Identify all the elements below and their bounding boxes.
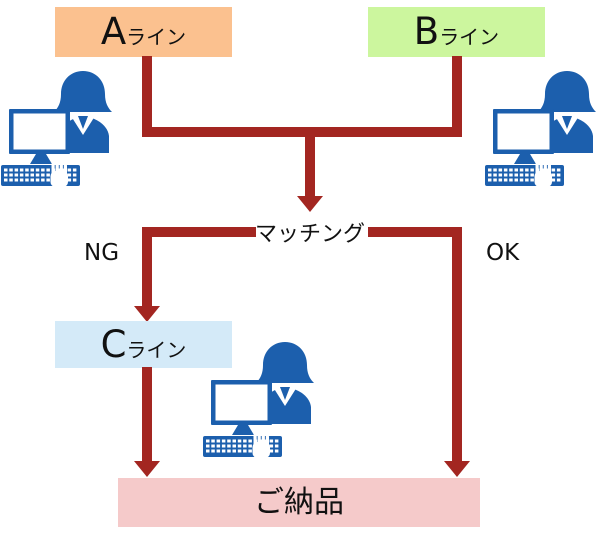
arrowhead-c-to-delivery (134, 461, 160, 477)
node-delivery: ご納品 (118, 478, 480, 527)
ok-label: OK (486, 240, 520, 266)
connector-c-drop (142, 367, 152, 461)
connector-center-stem (305, 127, 315, 197)
node-c-letter: C (100, 323, 127, 366)
person-at-computer-icon (203, 340, 315, 459)
person-at-computer-icon (1, 69, 113, 188)
ng-label: NG (84, 240, 120, 266)
node-a-letter: A (100, 10, 127, 53)
node-a-suffix: ライン (126, 25, 187, 49)
matching-label: マッチング (254, 222, 365, 247)
node-a-line: Aライン (55, 7, 232, 57)
connector-branch-left (142, 227, 256, 237)
node-b-letter: B (413, 10, 440, 53)
connector-branch-right (368, 227, 462, 237)
connector-a-drop (142, 56, 152, 137)
node-b-suffix: ライン (439, 25, 500, 49)
node-c-suffix: ライン (126, 338, 187, 362)
node-b-line: Bライン (368, 7, 545, 57)
connector-ng-drop (142, 227, 152, 307)
connector-b-drop (452, 56, 462, 137)
node-c-line: Cライン (55, 321, 232, 368)
person-at-computer-icon (485, 69, 597, 188)
connector-ok-drop (452, 227, 462, 461)
arrowhead-ok-to-delivery (444, 461, 470, 477)
arrowhead-to-matching (297, 196, 323, 212)
arrowhead-to-c-line (134, 306, 160, 322)
connector-merge-bar (142, 127, 462, 137)
